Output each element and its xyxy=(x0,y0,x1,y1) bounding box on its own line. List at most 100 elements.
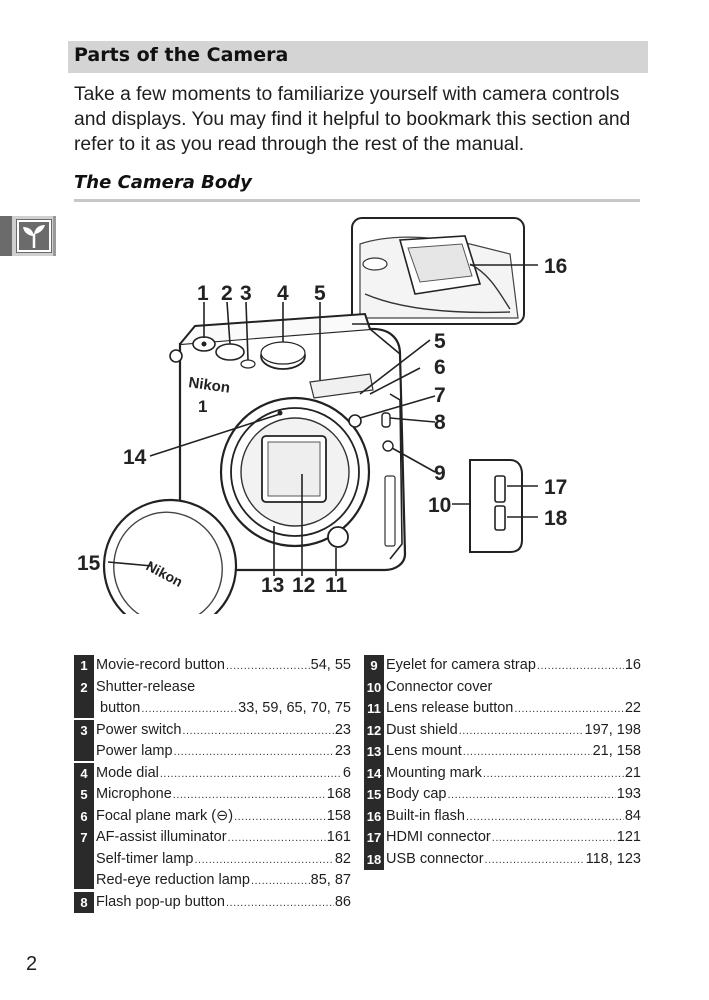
index-number-badge: 11 xyxy=(364,698,384,720)
index-page-ref: 197, 198 xyxy=(584,721,641,738)
index-page-ref: 118, 123 xyxy=(585,850,641,867)
index-label: Flash pop-up button xyxy=(96,893,225,910)
index-number-badge: 14 xyxy=(364,762,384,784)
section-title: Parts of the Camera xyxy=(74,44,289,66)
index-leader-dots xyxy=(226,893,334,914)
index-page-ref: 85, 87 xyxy=(310,872,351,888)
chapter-tab xyxy=(0,216,56,256)
index-page-ref: 84 xyxy=(624,807,641,824)
index-number-badge: 10 xyxy=(364,676,384,698)
index-number-badge: 18 xyxy=(364,848,384,870)
callout-10: 10 xyxy=(428,494,451,517)
index-leader-dots xyxy=(226,656,310,677)
index-leader-dots xyxy=(174,742,334,763)
index-leader-dots xyxy=(228,828,326,849)
callout-13: 13 xyxy=(261,574,284,597)
index-page-ref: 21, 158 xyxy=(592,743,641,759)
index-number-badge: 16 xyxy=(364,805,384,827)
callout-14: 14 xyxy=(123,446,147,469)
index-number-badge: 4 xyxy=(74,762,94,784)
index-label: HDMI connector xyxy=(386,829,491,845)
index-leader-dots xyxy=(141,699,237,720)
index-number-badge: 15 xyxy=(364,784,384,806)
index-label: Mode dial xyxy=(96,764,159,781)
section-header: Parts of the Camera xyxy=(68,41,648,73)
index-number-badge: 1 xyxy=(74,655,94,677)
index-line: Mounting mark21 xyxy=(386,763,641,785)
index-number-badge: 13 xyxy=(364,741,384,763)
index-entry: 5Microphone168 xyxy=(74,784,351,806)
index-number-badge: 9 xyxy=(364,655,384,677)
callout-3: 3 xyxy=(240,282,252,305)
callout-8: 8 xyxy=(434,411,446,434)
index-line: AF-assist illuminator161 xyxy=(96,827,351,849)
index-line: Red-eye reduction lamp 85, 87 xyxy=(96,870,351,892)
index-line: Power lamp23 xyxy=(96,741,351,763)
connector-inset xyxy=(469,459,523,553)
index-leader-dots xyxy=(492,828,616,849)
callout-1: 1 xyxy=(197,282,209,305)
index-label: Shutter-release xyxy=(96,678,196,695)
index-line: Built-in flash84 xyxy=(386,806,641,828)
index-label: Mounting mark xyxy=(386,764,482,781)
index-label: AF-assist illuminator xyxy=(96,829,227,845)
index-label: Lens mount xyxy=(386,743,462,759)
index-leader-dots xyxy=(182,721,333,742)
index-page-ref: 16 xyxy=(624,657,641,673)
index-number-badge: 7 xyxy=(74,827,94,849)
index-number-badge: 2 xyxy=(74,676,94,698)
index-number-bar xyxy=(74,848,94,869)
index-leader-dots xyxy=(459,721,584,742)
index-entry: 7AF-assist illuminator161Self-timer lamp… xyxy=(74,827,351,892)
index-label: USB connector xyxy=(386,850,484,867)
index-line: Power switch 23 xyxy=(96,720,351,742)
callout-9: 9 xyxy=(434,462,446,485)
index-line: Movie-record button54, 55 xyxy=(96,655,351,677)
index-line: Self-timer lamp82 xyxy=(96,849,351,871)
index-leader-dots xyxy=(251,871,310,892)
callout-17: 17 xyxy=(544,476,567,499)
index-line: Focal plane mark (⊖)158 xyxy=(96,806,351,828)
callout-11: 11 xyxy=(325,574,348,597)
index-leader-dots xyxy=(537,656,624,677)
index-line: Flash pop-up button86 xyxy=(96,892,351,914)
index-page-ref: 54, 55 xyxy=(310,657,351,673)
index-label: button xyxy=(100,700,141,716)
index-label: Power switch xyxy=(96,721,182,738)
index-label: Self-timer lamp xyxy=(96,850,194,867)
index-page-ref: 193 xyxy=(616,786,641,802)
index-line: Dust shield197, 198 xyxy=(386,720,641,742)
subheading: The Camera Body xyxy=(74,172,252,193)
index-line: Connector cover xyxy=(386,677,641,699)
index-leader-dots xyxy=(466,807,624,828)
index-line: button 33, 59, 65, 70, 75 xyxy=(96,698,351,720)
chapter-tab-edge xyxy=(0,216,12,256)
index-number-badge: 12 xyxy=(364,719,384,741)
index-leader-dots xyxy=(463,742,592,763)
index-line: Shutter-release xyxy=(96,677,351,699)
model-logo: 1 xyxy=(198,397,207,416)
index-line: Lens release button22 xyxy=(386,698,641,720)
flash-inset xyxy=(351,217,525,325)
callout-16: 16 xyxy=(544,255,567,278)
index-leader-dots xyxy=(173,785,326,806)
index-line: Eyelet for camera strap16 xyxy=(386,655,641,677)
index-page-ref: 33, 59, 65, 70, 75 xyxy=(238,700,351,716)
index-label: Red-eye reduction lamp xyxy=(96,872,250,888)
index-page-ref: 23 xyxy=(334,721,351,738)
callout-6: 6 xyxy=(434,356,446,379)
callout-18: 18 xyxy=(544,507,568,530)
index-leader-dots xyxy=(514,699,623,720)
index-label: Body cap xyxy=(386,786,447,802)
callout-4: 4 xyxy=(277,282,289,305)
index-line: HDMI connector121 xyxy=(386,827,641,849)
